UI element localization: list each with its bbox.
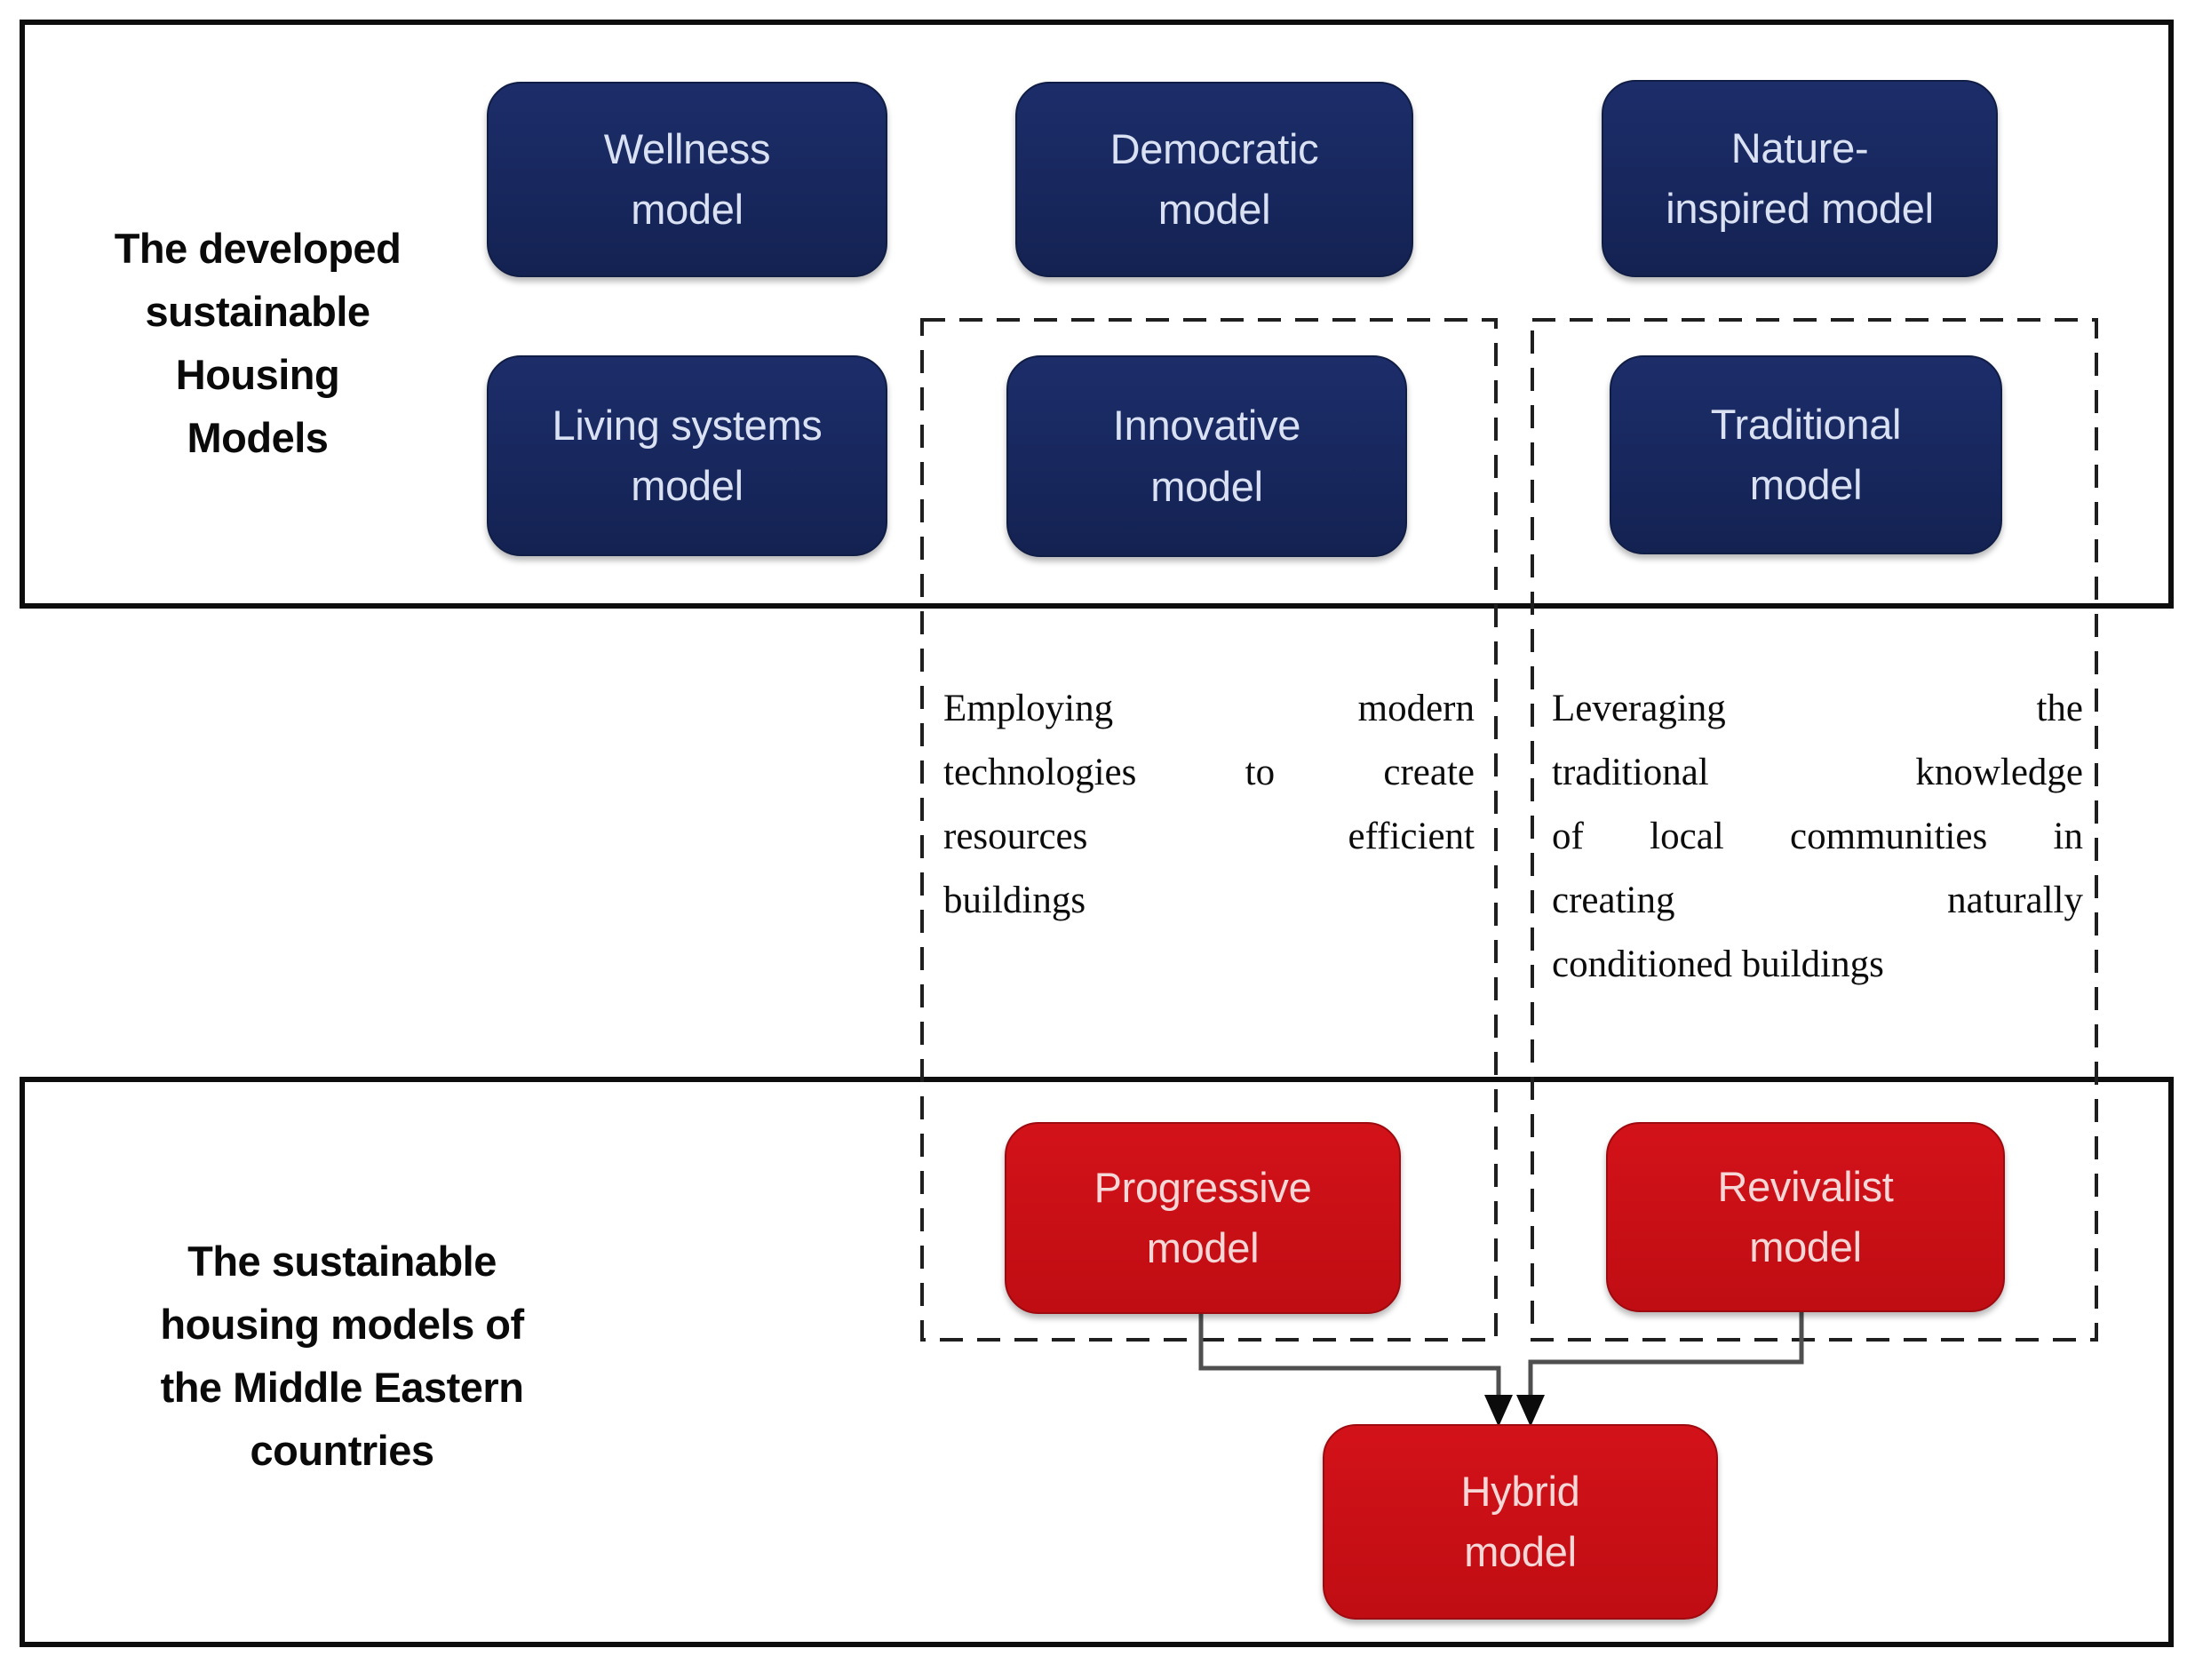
note-line: Leveraging the xyxy=(1552,688,2083,729)
box-label-line: Wellness xyxy=(603,124,771,172)
label-line: The sustainable xyxy=(187,1238,497,1285)
box-label-line: model xyxy=(631,462,744,509)
progressive-model-box: Progressive model xyxy=(1005,1122,1401,1314)
note-line: Employing modern xyxy=(943,688,1475,729)
label-line: Housing xyxy=(175,351,340,398)
note-line: resources efficient xyxy=(943,816,1475,857)
developed-models-frame xyxy=(20,20,2174,609)
box-label-line: Nature- xyxy=(1730,123,1869,171)
wellness-model-box: Wellness model xyxy=(487,82,887,277)
box-label-line: Progressive xyxy=(1094,1163,1312,1211)
arrowhead-right-icon xyxy=(1516,1395,1545,1427)
box-label-line: model xyxy=(1749,1223,1862,1270)
middle-eastern-models-section-label: The sustainable housing models of the Mi… xyxy=(84,1230,600,1482)
box-label-line: Innovative xyxy=(1112,402,1301,450)
note-line: of local communities in xyxy=(1552,816,2083,857)
progressive-to-hybrid-connector xyxy=(1198,1310,1501,1402)
note-line: technologies to create xyxy=(943,752,1475,793)
traditional-dashed-group-box xyxy=(1531,318,2098,1342)
label-line: countries xyxy=(250,1427,434,1474)
revivalist-to-hybrid-connector xyxy=(1528,1310,1804,1402)
box-label-line: Democratic xyxy=(1109,124,1319,172)
note-line: buildings xyxy=(943,880,1086,921)
innovative-dashed-group-box xyxy=(920,318,1498,1342)
arrowhead-left-icon xyxy=(1484,1395,1513,1427)
box-label-line: model xyxy=(631,186,744,233)
note-line: creating naturally xyxy=(1552,880,2083,921)
middle-eastern-models-frame xyxy=(20,1077,2174,1647)
box-label-line: model xyxy=(1146,1224,1260,1271)
innovative-model-note: Employing modern technologies to create … xyxy=(943,677,1475,933)
democratic-model-box: Democratic model xyxy=(1015,82,1413,277)
box-label-line: model xyxy=(1150,462,1263,510)
note-line: conditioned buildings xyxy=(1552,944,1884,985)
label-line: Models xyxy=(187,414,329,461)
traditional-model-box: Traditional model xyxy=(1610,355,2002,554)
box-label-line: Hybrid xyxy=(1460,1467,1580,1515)
label-line: The developed xyxy=(114,225,402,272)
box-label-line: Revivalist xyxy=(1717,1162,1894,1210)
note-line: traditional knowledge xyxy=(1552,752,2083,793)
box-label-line: model xyxy=(1464,1528,1577,1575)
traditional-model-note: Leveraging the traditional knowledge of … xyxy=(1552,677,2083,997)
label-line: housing models of xyxy=(160,1301,524,1348)
label-line: sustainable xyxy=(145,288,370,335)
label-line: the Middle Eastern xyxy=(160,1364,524,1411)
box-label-line: model xyxy=(1749,461,1863,508)
innovative-model-box: Innovative model xyxy=(1006,355,1407,557)
box-label-line: Traditional xyxy=(1710,400,1902,448)
box-label-line: Living systems xyxy=(552,401,823,449)
hybrid-model-box: Hybrid model xyxy=(1323,1424,1718,1620)
living-systems-model-box: Living systems model xyxy=(487,355,887,556)
box-label-line: inspired model xyxy=(1666,185,1934,232)
box-label-line: model xyxy=(1157,186,1271,233)
revivalist-model-box: Revivalist model xyxy=(1606,1122,2005,1312)
developed-models-section-label: The developed sustainable Housing Models xyxy=(49,217,466,469)
nature-inspired-model-box: Nature- inspired model xyxy=(1602,80,1998,277)
